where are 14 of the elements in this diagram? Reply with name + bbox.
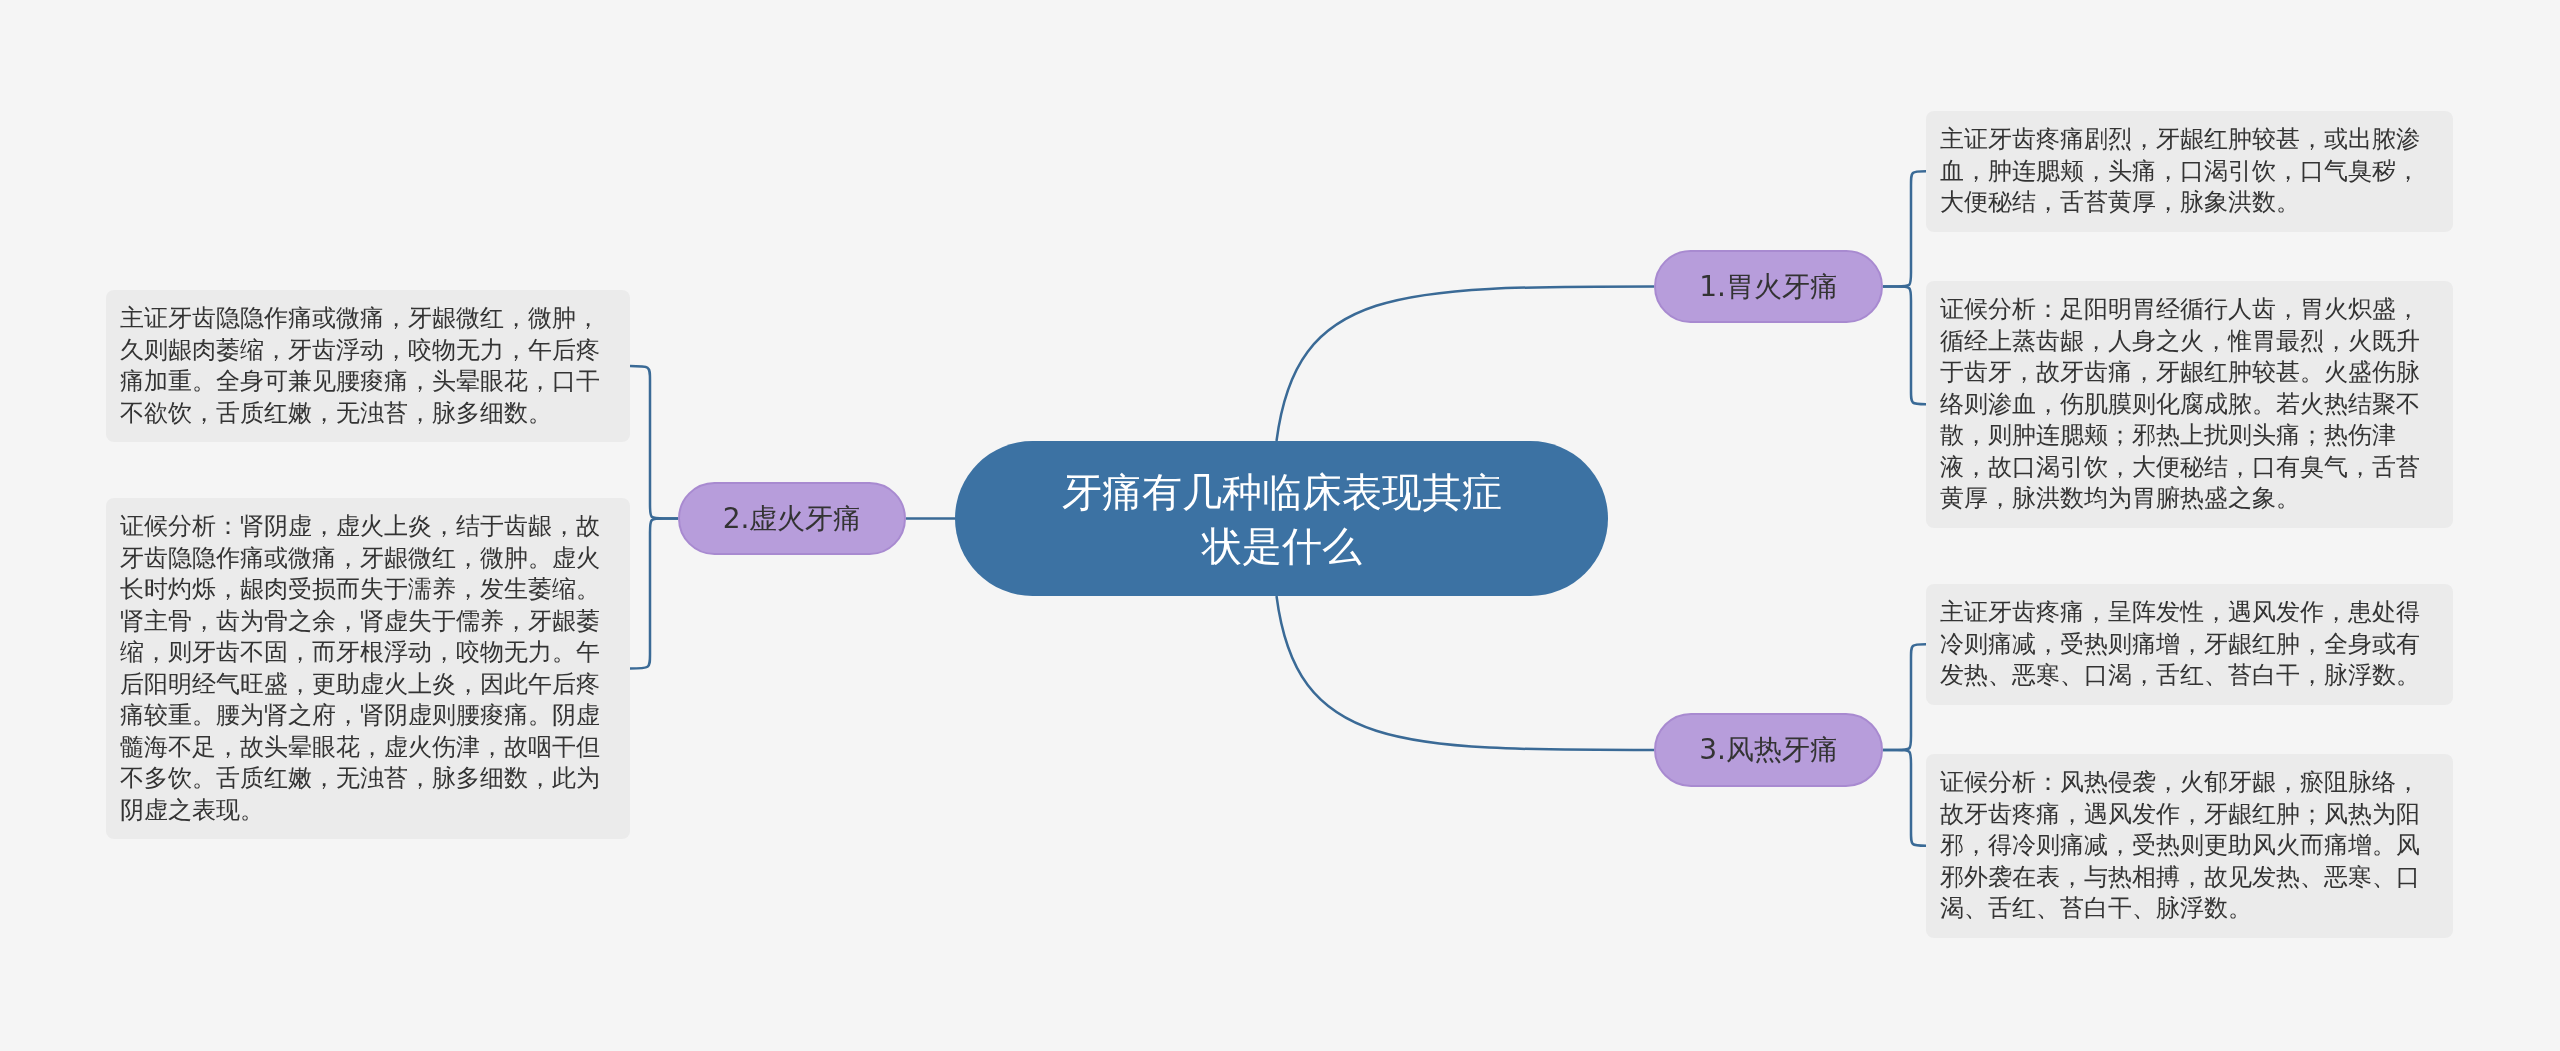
connector-line <box>630 517 678 670</box>
connector-line <box>1275 595 1654 752</box>
topic-pill: 3.风热牙痛 <box>1654 713 1883 787</box>
topic-pill: 2.虚火牙痛 <box>678 482 906 555</box>
connector-line <box>906 517 955 520</box>
note-card: 主证牙齿隐隐作痛或微痛，牙龈微红，微肿，久则龈肉萎缩，牙齿浮动，咬物无力，午后疼痛加重。全身可兼见腰痠痛，头晕眼花，口干不欲饮，舌质红嫩，无浊苔，脉多细数。 <box>106 290 630 442</box>
note-card: 证候分析：风热侵袭，火郁牙龈，瘀阻脉络，故牙齿疼痛，遇风发作，牙龈红肿；风热为阳邪，得冷则痛减，受热则更助风火而痛增。风邪外袭在表，与热相搏，故见发热、恶寒、口渴、舌红、苔白干、脉浮数。 <box>1926 754 2453 938</box>
note-card: 证候分析：足阳明胃经循行人齿，胃火炽盛，循经上蒸齿龈，人身之火，惟胃最烈，火既升于齿牙，故牙齿痛，牙龈红肿较甚。火盛伤脉络则渗血，伤肌膜则化腐成脓。若火热结聚不散，则肿连腮颊；邪热上扰则头痛；热伤津液，故口渴引饮，大便秘结，口有臭气，舌苔黄厚，脉洪数均为胃腑热盛之象。 <box>1926 281 2453 528</box>
connector-line <box>1275 285 1654 442</box>
note-card: 主证牙齿疼痛，呈阵发性，遇风发作，患处得冷则痛减，受热则痛增，牙龈红肿，全身或有发热、恶寒、口渴，舌红、苔白干，脉浮数。 <box>1926 584 2453 705</box>
central-topic: 牙痛有几种临床表现其症状是什么 <box>955 441 1608 596</box>
note-card: 证候分析：肾阴虚，虚火上炎，结于齿龈，故牙齿隐隐作痛或微痛，牙龈微红，微肿。虚火长时灼烁，龈肉受损而失于濡养，发生萎缩。肾主骨，齿为骨之余，肾虚失于儒养，牙龈萎缩，则牙齿不固，而牙根浮动，咬物无力。午后阳明经气旺盛，更助虚火上炎，因此午后疼痛较重。腰为肾之府，肾阴虚则腰痠痛。阴虚髓海不足，故头晕眼花，虚火伤津，故咽干但不多饮。舌质红嫩，无浊苔，脉多细数，此为阴虚之表现。 <box>106 498 630 839</box>
topic-pill: 1.胃火牙痛 <box>1654 250 1883 323</box>
note-card: 主证牙齿疼痛剧烈，牙龈红肿较甚，或出脓渗血，肿连腮颊，头痛，口渴引饮，口气臭秽，大便秘结，舌苔黄厚，脉象洪数。 <box>1926 111 2453 232</box>
